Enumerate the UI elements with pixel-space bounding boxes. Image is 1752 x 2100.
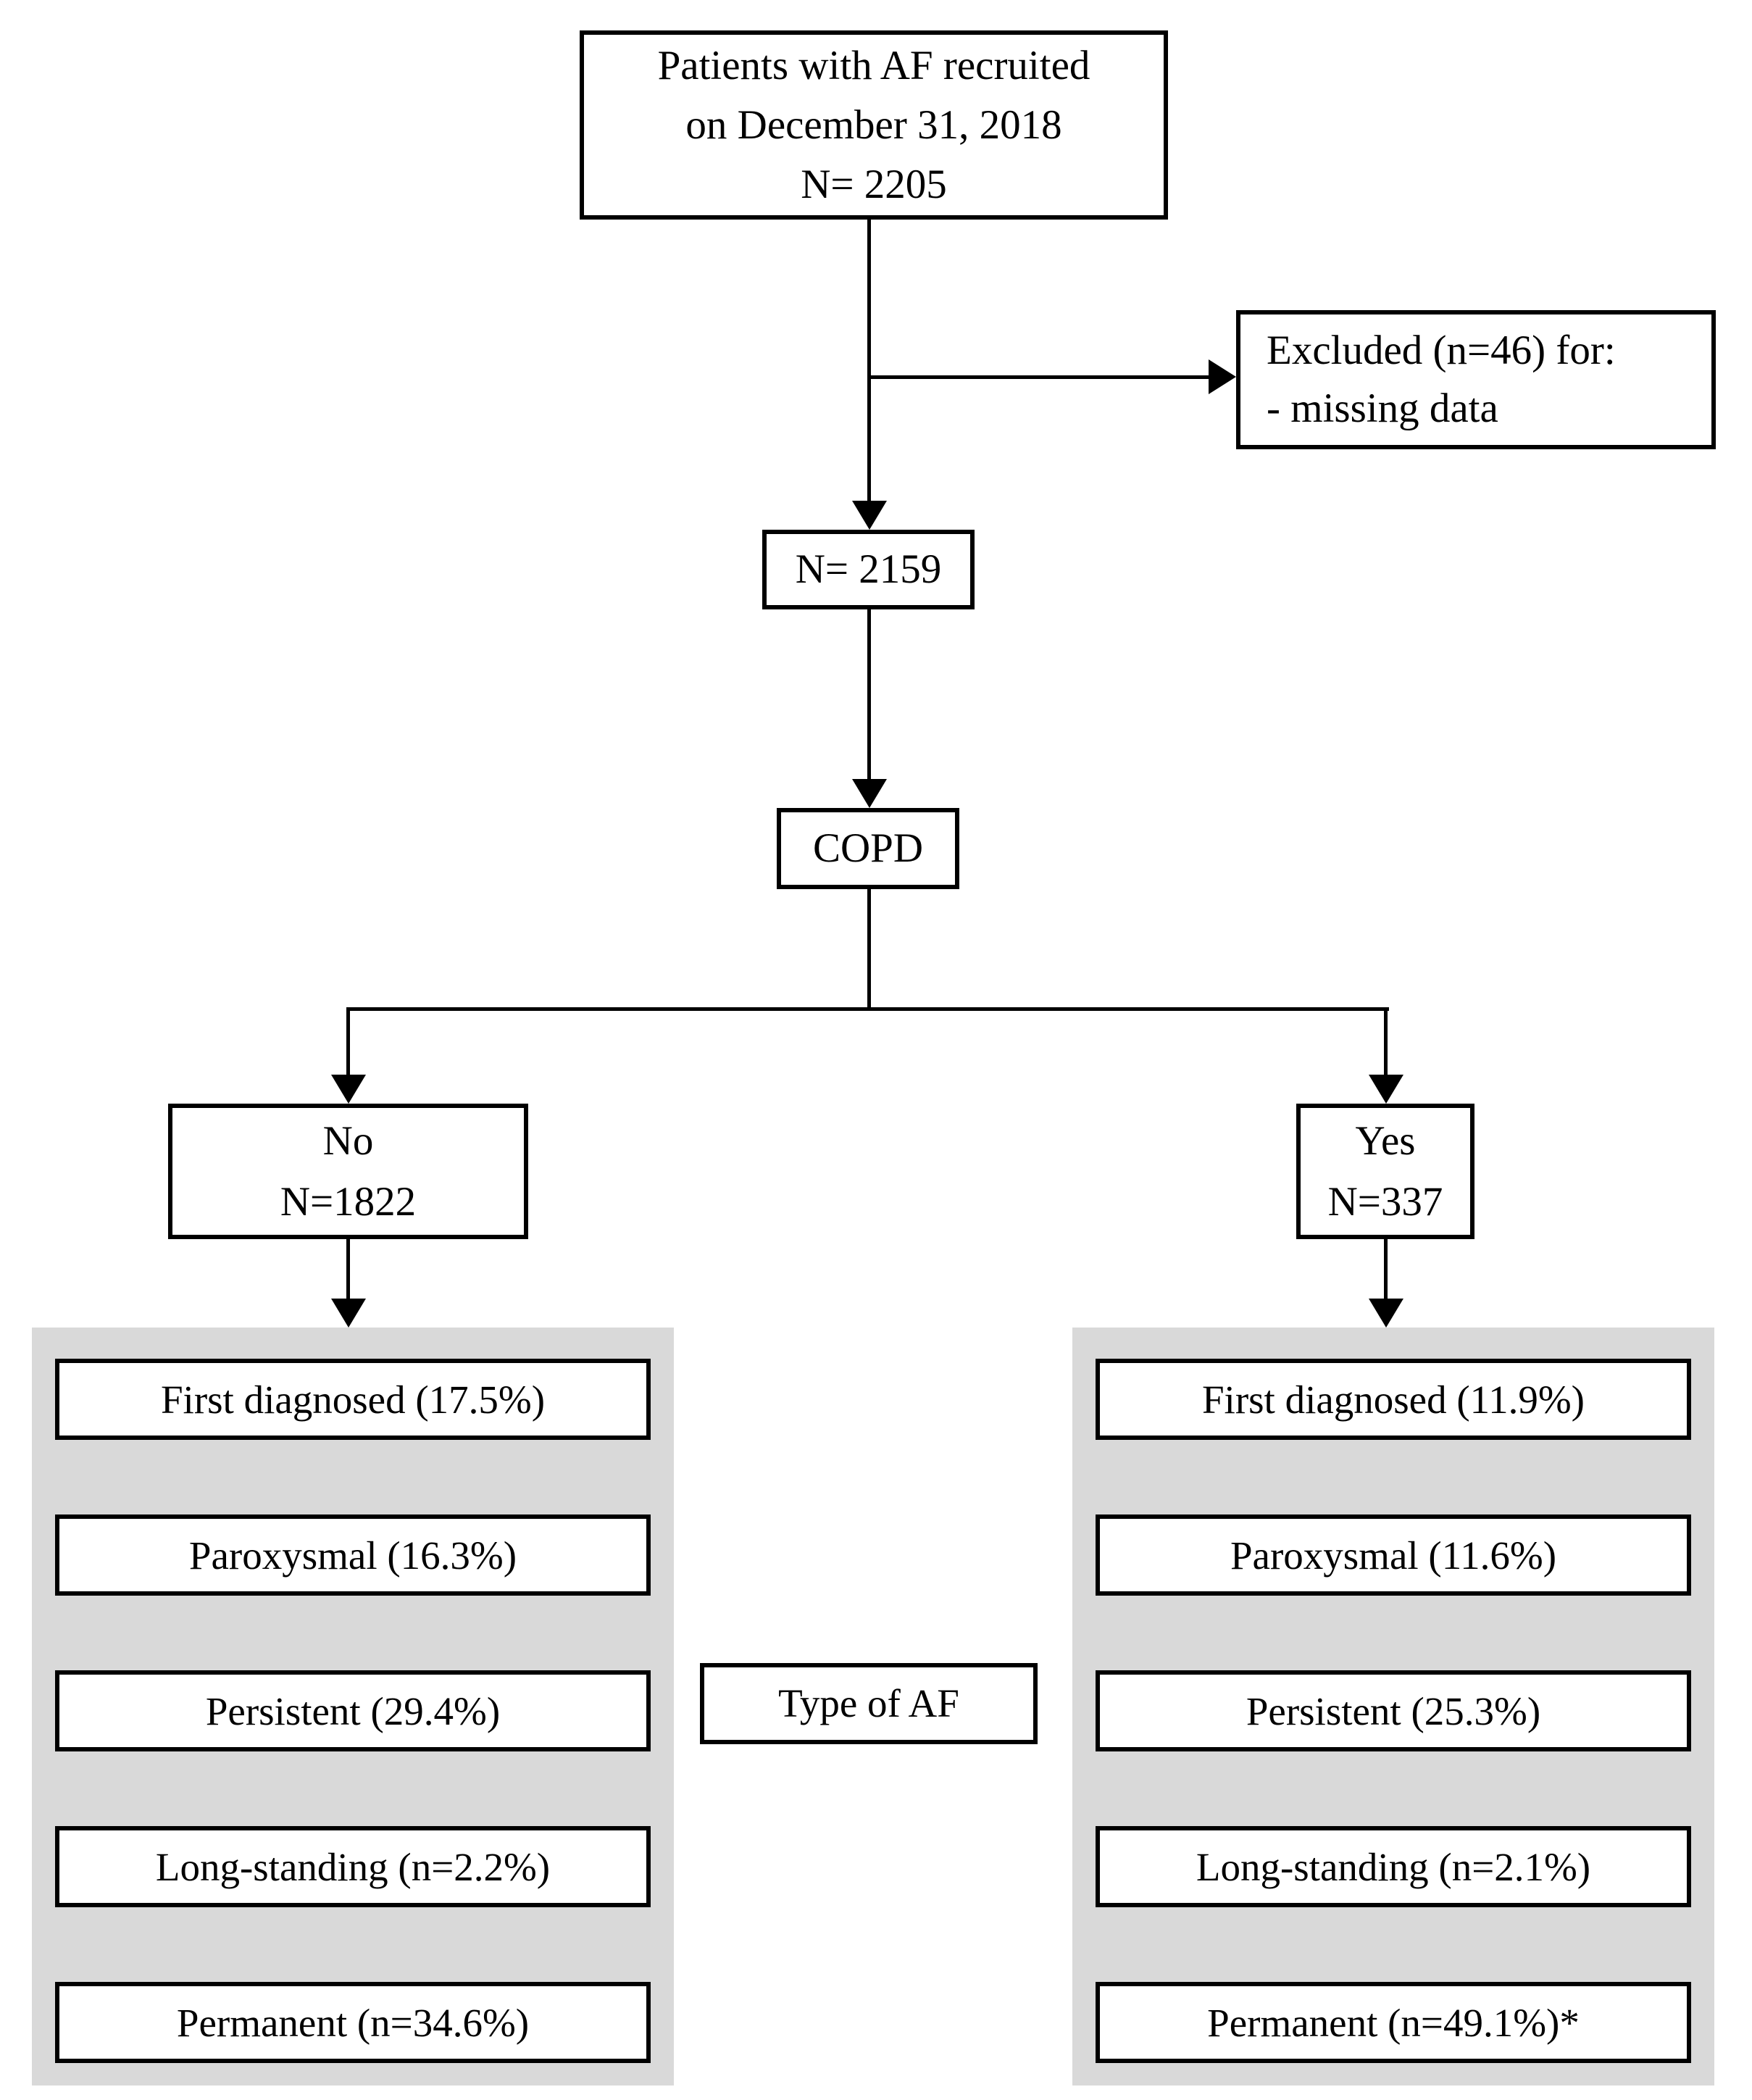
connector-copd-down	[867, 889, 871, 1011]
no-copd-count: N=1822	[280, 1178, 417, 1225]
connector-to-excluded	[867, 375, 1209, 379]
patients-recruited-line2: on December 31, 2018	[685, 101, 1062, 148]
arrowhead-into-n2159-icon	[852, 501, 887, 530]
connector-no-to-panel	[346, 1239, 350, 1300]
connector-n2159-to-copd	[867, 609, 871, 780]
af-type-box-persistent-yes: Persistent (25.3%)	[1096, 1670, 1691, 1751]
connector-branch-horizontal	[346, 1007, 1389, 1011]
af-type-box-permanent-no: Permanent (n=34.6%)	[55, 1982, 651, 2063]
panel-no-copd-af-types: First diagnosed (17.5%) Paroxysmal (16.3…	[32, 1328, 674, 2086]
arrowhead-into-excluded-icon	[1209, 359, 1236, 394]
box-patients-recruited: Patients with AF recruited on December 3…	[580, 30, 1168, 220]
connector-branch-left-vertical	[346, 1011, 350, 1076]
box-no-copd: No N=1822	[168, 1104, 528, 1239]
af-type-box-persistent-no: Persistent (29.4%)	[55, 1670, 651, 1751]
af-type-box-paroxysmal-no: Paroxysmal (16.3%)	[55, 1514, 651, 1596]
excluded-line2: - missing data	[1267, 386, 1498, 431]
af-type-box-long-standing-yes: Long-standing (n=2.1%)	[1096, 1826, 1691, 1907]
connector-branch-right-vertical	[1384, 1011, 1388, 1076]
box-copd: COPD	[777, 808, 959, 889]
patients-recruited-line1: Patients with AF recruited	[657, 42, 1090, 88]
af-type-box-permanent-yes: Permanent (n=49.1%)*	[1096, 1982, 1691, 2063]
no-copd-label: No	[322, 1117, 374, 1164]
box-excluded: Excluded (n=46) for: - missing data	[1236, 310, 1716, 449]
patients-recruited-count: N= 2205	[801, 161, 947, 207]
af-type-box-first-diagnosed-yes: First diagnosed (11.9%)	[1096, 1359, 1691, 1440]
arrowhead-into-right-panel-icon	[1369, 1299, 1403, 1328]
box-type-of-af: Type of AF	[700, 1663, 1038, 1744]
n-after-exclusion-label: N= 2159	[795, 546, 942, 592]
excluded-line1: Excluded (n=46) for:	[1267, 328, 1616, 373]
yes-copd-count: N=337	[1327, 1178, 1443, 1225]
af-type-box-paroxysmal-yes: Paroxysmal (11.6%)	[1096, 1514, 1691, 1596]
connector-yes-to-panel	[1384, 1239, 1388, 1300]
panel-yes-copd-af-types: First diagnosed (11.9%) Paroxysmal (11.6…	[1072, 1328, 1714, 2086]
box-n-after-exclusion: N= 2159	[762, 530, 975, 609]
type-of-af-label: Type of AF	[778, 1681, 959, 1725]
af-type-box-first-diagnosed-no: First diagnosed (17.5%)	[55, 1359, 651, 1440]
arrowhead-into-copd-icon	[852, 779, 887, 808]
arrowhead-into-no-box-icon	[331, 1075, 366, 1104]
box-yes-copd: Yes N=337	[1296, 1104, 1474, 1239]
arrowhead-into-yes-box-icon	[1369, 1075, 1403, 1104]
yes-copd-label: Yes	[1355, 1117, 1416, 1164]
arrowhead-into-left-panel-icon	[331, 1299, 366, 1328]
af-type-box-long-standing-no: Long-standing (n=2.2%)	[55, 1826, 651, 1907]
connector-top-to-n2159	[867, 220, 871, 502]
copd-label: COPD	[812, 825, 924, 871]
